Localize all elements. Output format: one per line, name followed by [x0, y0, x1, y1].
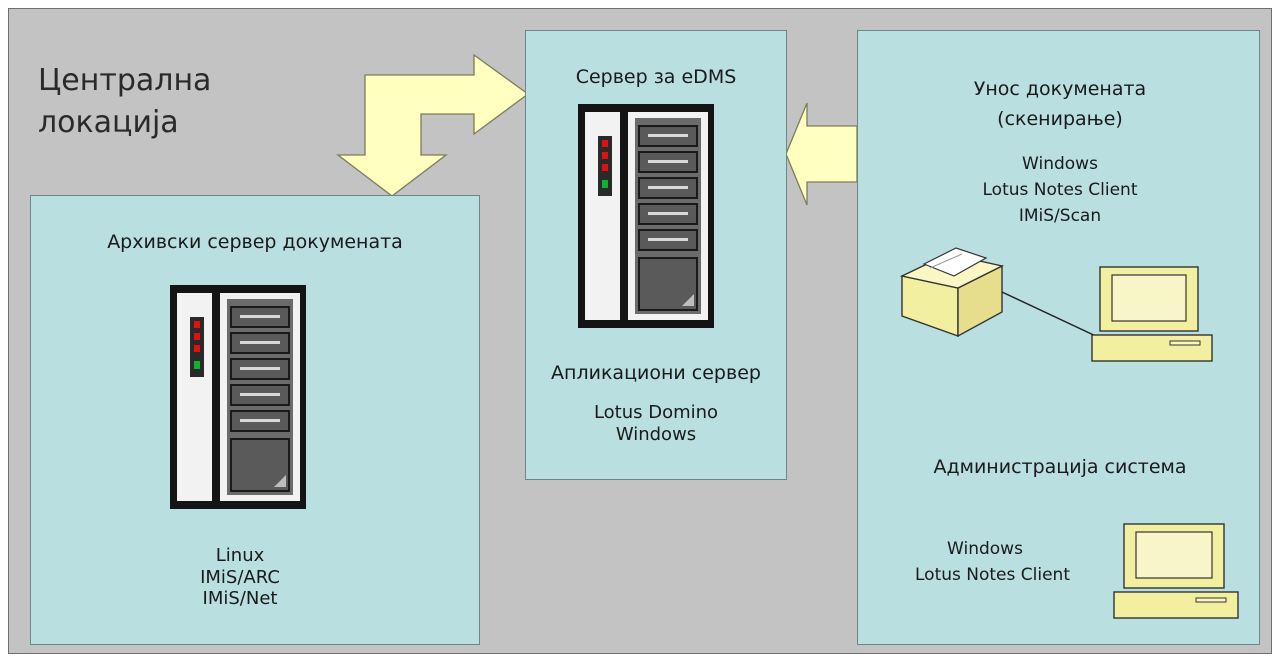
- software-item: Linux: [215, 545, 265, 566]
- desktop-computer-icon: [1113, 523, 1239, 619]
- server-rack-icon: [170, 285, 306, 509]
- archive-server-title: Архивски сервер докумената: [107, 231, 403, 253]
- software-item: Lotus Domino: [593, 402, 719, 423]
- edms-server-title: Сервер за eDMS: [575, 66, 737, 88]
- location-label-line2: локација: [38, 105, 179, 140]
- software-item: IMiS/Net: [202, 588, 278, 610]
- software-item: Windows: [947, 539, 1023, 559]
- document-input-software: Windows Lotus Notes Client IMiS/Scan: [880, 151, 1240, 229]
- software-item: Windows: [615, 423, 697, 445]
- document-input-title-line: Унос докумената: [973, 78, 1147, 100]
- location-label-line1: Централна: [38, 63, 212, 98]
- software-item: IMiS/ARC: [200, 566, 280, 588]
- document-input-title: Унос докумената (скенирање): [880, 74, 1240, 134]
- edms-server-role: Апликациони сервер: [551, 362, 761, 384]
- software-item: Lotus Notes Client: [915, 565, 1070, 585]
- administration-software: Windows Lotus Notes Client: [915, 536, 1070, 588]
- software-item: IMiS/Scan: [1018, 206, 1102, 226]
- software-item: Lotus Notes Client: [982, 180, 1138, 200]
- archive-server-software: Linux IMiS/ARC IMiS/Net: [30, 545, 450, 610]
- administration-title: Администрација система: [933, 456, 1187, 478]
- document-input-subtitle: (скенирање): [997, 108, 1123, 130]
- software-item: Windows: [1022, 154, 1098, 174]
- edms-server-software: Lotus Domino Windows: [525, 402, 787, 445]
- scanner-icon: [899, 247, 1005, 338]
- server-rack-icon: [578, 104, 714, 328]
- desktop-computer-icon: [1091, 266, 1213, 362]
- location-label: Централна локација: [38, 60, 211, 144]
